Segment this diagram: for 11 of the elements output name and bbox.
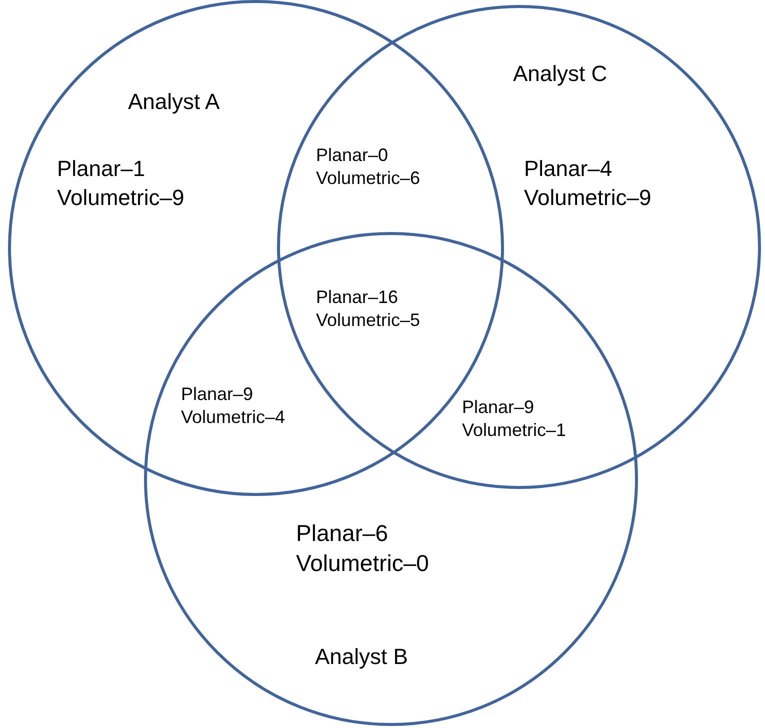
region-count: Planar–6 Volumetric–0 bbox=[296, 519, 430, 578]
region-count: Planar–4 Volumetric–9 bbox=[524, 155, 652, 212]
venn-circle bbox=[144, 232, 638, 726]
circle-title: Analyst B bbox=[315, 643, 409, 671]
region-count: Planar–9 Volumetric–4 bbox=[181, 383, 286, 430]
region-count: Planar–1 Volumetric–9 bbox=[57, 155, 186, 212]
circle-title: Analyst A bbox=[128, 88, 221, 116]
region-count: Planar–16 Volumetric–5 bbox=[316, 286, 422, 332]
region-count: Planar–9 Volumetric–1 bbox=[462, 396, 568, 442]
circle-title: Analyst C bbox=[513, 60, 608, 88]
region-count: Planar–0 Volumetric–6 bbox=[316, 144, 422, 190]
